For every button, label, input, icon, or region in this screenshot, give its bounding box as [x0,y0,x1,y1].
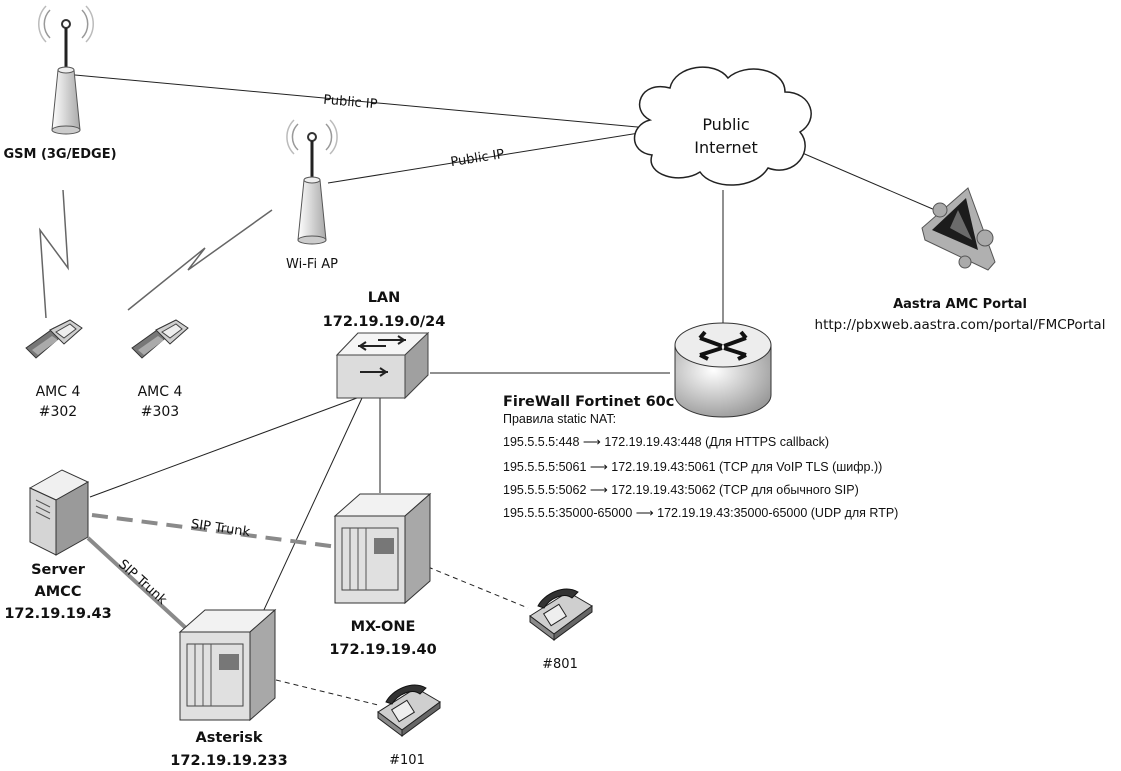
link-trunk-asterisk [86,536,190,632]
lan-subnet: 172.19.19.0/24 [323,314,446,330]
pbx-asterisk-icon [178,608,277,722]
cloud-icon [633,66,812,186]
lightning-icon [39,189,69,319]
link-trunk-mxone [91,513,339,549]
link-asterisk-101 [275,679,379,706]
mxone-line1: MX-ONE [351,619,416,635]
phone801-label: #801 [542,657,578,672]
mobile-phone-icon [131,319,189,359]
wifi-ap-icon [286,119,338,245]
lightning-icon [127,209,273,311]
link-label-sip-trunk: SIP Trunk [115,557,170,608]
wifi-ap-label: Wi-Fi AP [286,257,338,272]
lan-title: LAN [368,290,401,306]
server-line2: AMCC [35,584,82,600]
link-wifi-internet [327,131,646,184]
server-icon [28,469,90,556]
internet-label-line2: Internet [694,138,758,157]
portal-logo-icon [921,187,996,271]
portal-url: http://pbxweb.aastra.com/portal/FMCPorta… [815,317,1106,333]
nat-rule: 195.5.5.5:35000-65000 ⟶ 172.19.19.43:350… [503,506,898,520]
link-lan-asterisk [249,397,363,641]
server-line1: Server [31,562,86,578]
phone101-label: #101 [389,753,425,768]
internet-label-line1: Public [702,115,749,134]
connections [74,74,936,706]
link-label-sip-trunk: SIP Trunk [190,517,251,540]
pbx-mxone-icon [333,492,432,605]
link-mxone-801 [427,566,529,609]
mxone-line2: 172.19.19.40 [329,642,436,658]
amc303-line1: AMC 4 [138,384,183,400]
desk-phone-icon [377,684,441,737]
server-line3: 172.19.19.43 [4,606,111,622]
portal-title: Aastra AMC Portal [893,297,1027,312]
nat-rule: 195.5.5.5:5062 ⟶ 172.19.19.43:5062 (TCP … [503,483,859,497]
nat-rule: 195.5.5.5:448 ⟶ 172.19.19.43:448 (Для HT… [503,435,829,449]
asterisk-line2: 172.19.19.233 [170,753,287,769]
nat-rule: 195.5.5.5:5061 ⟶ 172.19.19.43:5061 (TCP … [503,460,882,474]
lan-switch-icon [335,331,430,400]
gsm-tower-icon [38,5,94,135]
mobile-phone-icon [25,319,83,359]
desk-phone-icon [529,588,593,641]
amc302-line2: #302 [39,404,77,420]
link-internet-portal [799,151,936,211]
amc303-line2: #303 [141,404,179,420]
amc302-line1: AMC 4 [36,384,81,400]
firewall-subtitle: Правила static NAT: [503,412,616,426]
gsm-label: GSM (3G/EDGE) [3,147,116,162]
link-gsm-internet [74,74,649,129]
link-label-public-ip: Public IP [323,93,379,113]
link-label-public-ip: Public IP [449,147,505,170]
link-lan-server [89,394,366,498]
firewall-title: FireWall Fortinet 60c [503,394,674,410]
firewall-router-icon [674,322,772,418]
asterisk-line1: Asterisk [195,730,262,746]
